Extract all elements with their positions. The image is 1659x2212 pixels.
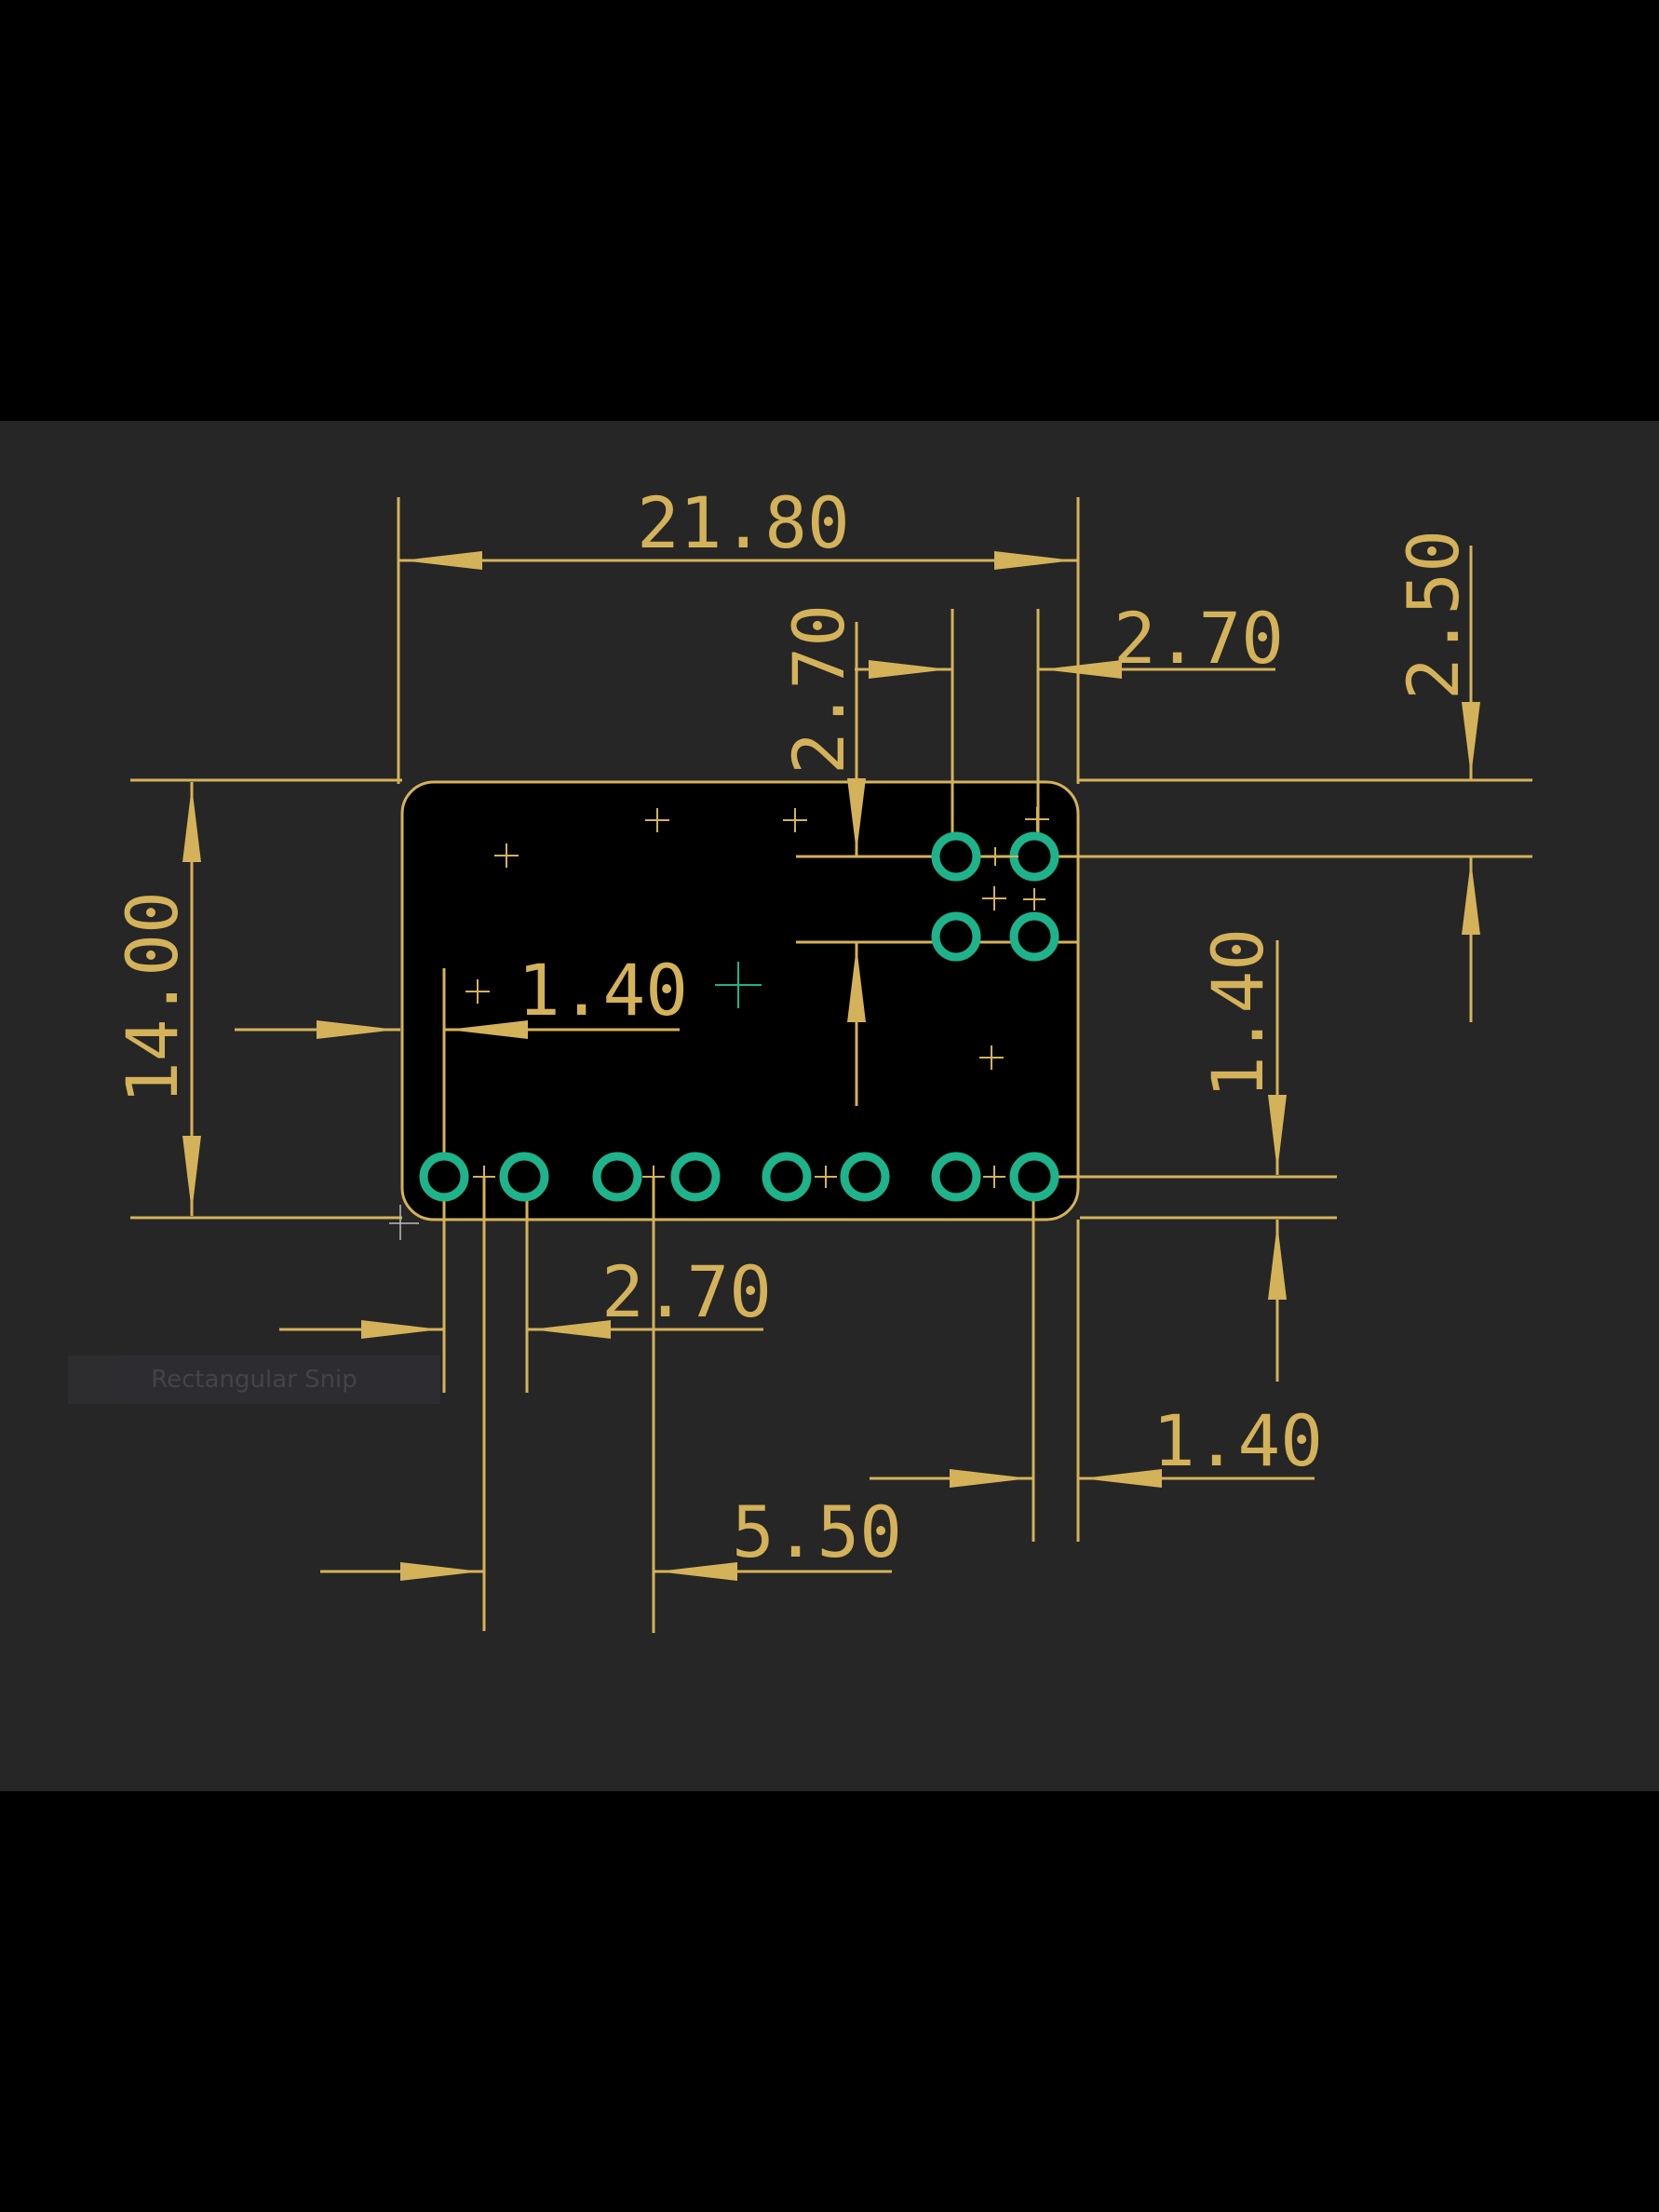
origin-cross-icon	[1023, 888, 1045, 910]
arrowhead	[657, 1562, 737, 1581]
dim-top-offset-label: 2.50	[1392, 530, 1475, 700]
pcb-canvas[interactable]: 21.80 2.70 2.70 2.50 14.00 1.40 1.40 2.7…	[0, 421, 1659, 1791]
dim-right-offset-label: 1.40	[1196, 928, 1279, 1099]
origin-cross-icon	[494, 843, 519, 868]
dim-top-right-gap-label: 2.70	[1113, 597, 1284, 680]
arrowhead	[950, 1469, 1030, 1488]
pad[interactable]	[670, 1152, 721, 1202]
dim-height-label: 14.00	[111, 891, 194, 1104]
arrowhead	[869, 660, 949, 679]
arrowhead	[1268, 1223, 1287, 1300]
origin-cross-icon	[465, 979, 490, 1004]
footprint-drawing[interactable]: 21.80 2.70 2.70 2.50 14.00 1.40 1.40 2.7…	[0, 421, 1659, 1791]
snip-tooltip: Rectangular Snip	[68, 1356, 440, 1404]
pad[interactable]	[1009, 831, 1059, 882]
pad[interactable]	[762, 1152, 812, 1202]
arrowhead	[1462, 860, 1480, 935]
arrowhead	[531, 1320, 611, 1339]
arrowhead	[182, 1136, 201, 1212]
arrowhead	[317, 1020, 397, 1039]
pad[interactable]	[499, 1152, 549, 1202]
pad[interactable]	[1009, 1152, 1059, 1202]
dim-group-spacing-label: 5.50	[732, 1490, 902, 1573]
origin-cross-icon	[642, 1166, 665, 1188]
dim-width-label: 21.80	[637, 481, 850, 564]
arrowhead	[182, 786, 201, 862]
arrowhead	[1042, 660, 1122, 679]
dim-bottom-pitch-label: 2.70	[601, 1250, 772, 1333]
dim-bottom-right-offset-label: 1.40	[1153, 1399, 1323, 1482]
pad[interactable]	[419, 1152, 469, 1202]
pad[interactable]	[931, 911, 981, 962]
origin-cross-icon	[815, 1166, 837, 1188]
arrowhead	[402, 551, 482, 570]
origin-cross-icon	[982, 886, 1006, 910]
arrowhead	[847, 778, 866, 853]
board-outline	[400, 780, 1080, 1221]
origin-cross-icon	[994, 847, 1018, 866]
origin-cross-icon	[645, 808, 669, 832]
center-cross-icon	[715, 962, 762, 1008]
origin-cross-icon	[1025, 807, 1049, 831]
pad[interactable]	[1009, 911, 1059, 962]
dim-pin-pitch-label: 2.70	[777, 604, 860, 775]
arrowhead	[448, 1020, 528, 1039]
origin-cross-icon	[783, 808, 807, 832]
arrowhead	[1268, 1095, 1287, 1171]
origin-cross-icon	[983, 1166, 1005, 1188]
arrowhead	[400, 1562, 480, 1581]
arrowhead	[1082, 1469, 1162, 1488]
arrowhead	[1462, 702, 1480, 776]
pad[interactable]	[840, 1152, 890, 1202]
arrowhead	[847, 946, 866, 1022]
pad[interactable]	[931, 831, 981, 882]
origin-cross-icon	[979, 1045, 1004, 1070]
arrowhead	[994, 551, 1074, 570]
crosshair-cursor-icon	[389, 1205, 419, 1240]
pad[interactable]	[592, 1152, 642, 1202]
pad[interactable]	[931, 1152, 981, 1202]
arrowhead	[361, 1320, 440, 1339]
dim-left-offset-label: 1.40	[518, 949, 688, 1032]
origin-cross-icon	[473, 1166, 495, 1188]
